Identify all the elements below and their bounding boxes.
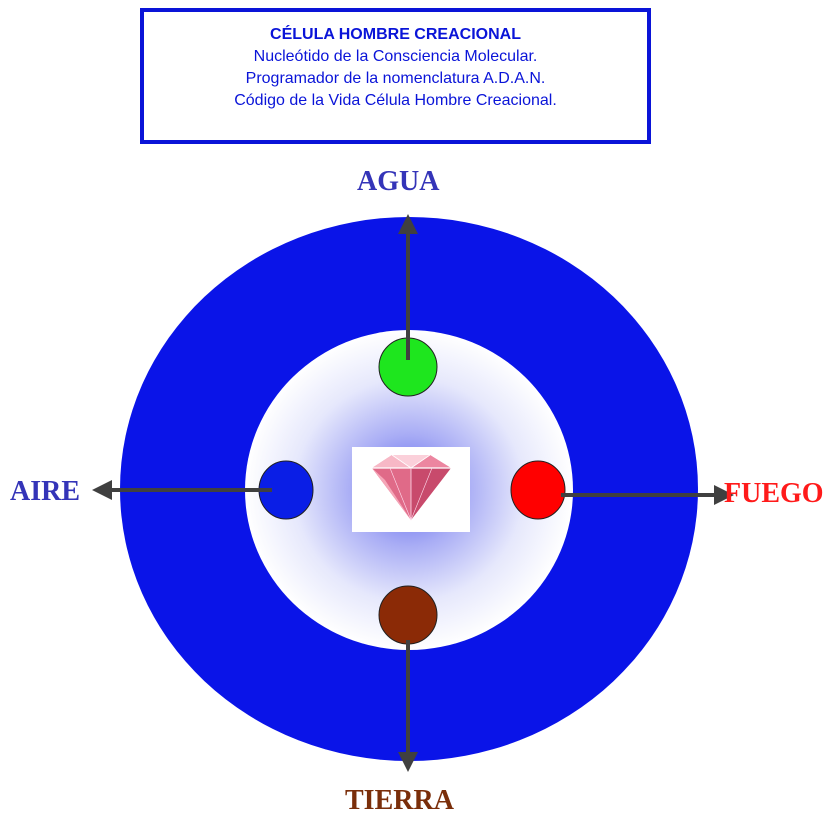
- title-line-2: Programador de la nomenclatura A.D.A.N.: [245, 70, 546, 87]
- label-agua: AGUA: [357, 166, 440, 197]
- label-aire: AIRE: [10, 476, 81, 507]
- title-box: CÉLULA HOMBRE CREACIONAL Nucleótido de l…: [140, 8, 651, 144]
- title-line-1: Nucleótido de la Consciencia Molecular.: [253, 48, 538, 65]
- diamond-icon: [352, 447, 470, 532]
- title-line-3: Código de la Vida Célula Hombre Creacion…: [234, 92, 557, 109]
- label-fuego: FUEGO: [724, 478, 824, 509]
- tierra-dot: [378, 585, 438, 645]
- diagram-title: CÉLULA HOMBRE CREACIONAL: [270, 26, 521, 43]
- label-tierra: TIERRA: [345, 785, 454, 816]
- fuego-dot: [510, 460, 566, 520]
